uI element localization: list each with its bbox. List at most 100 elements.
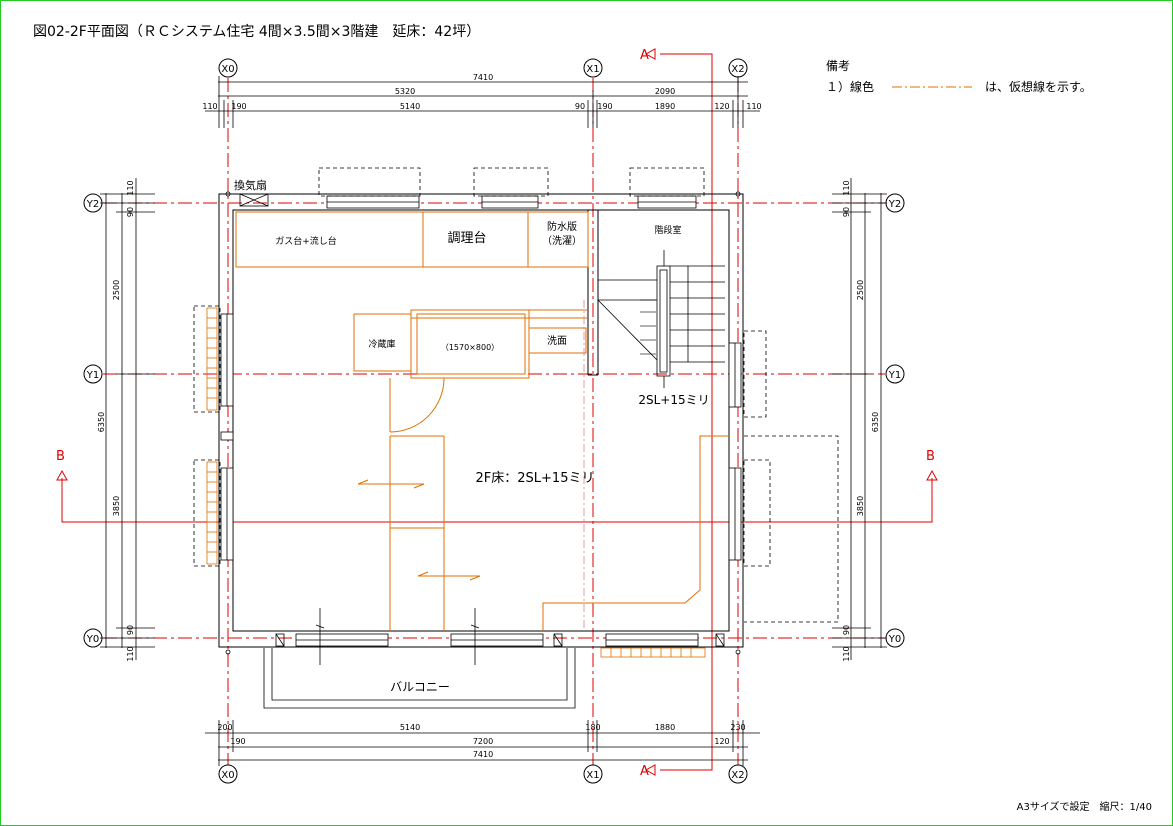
stair-level-label: 2SL+15ミリ (638, 393, 709, 407)
section-lines (56, 48, 938, 776)
notes-item1-prefix: １）線色 (826, 79, 874, 94)
walls (218, 193, 744, 648)
floor-direction-arrows (357, 479, 481, 581)
laundry-label: （洗濯） (542, 235, 582, 247)
dim-top-190a: 190 (231, 102, 246, 111)
inner-wall (232, 209, 730, 632)
section-b-label-left: B (56, 449, 65, 464)
left-windows (220, 313, 234, 561)
dim-right-6350: 6350 (871, 412, 880, 432)
section-a-arrow-top (644, 48, 656, 60)
section-a-label-bottom: A (640, 764, 649, 779)
vent-fan-label: 換気扇 (234, 178, 267, 192)
gas-sink-label: ガス台+流し台 (275, 235, 337, 247)
section-a-arrow-bottom (644, 764, 656, 776)
notes-heading: 備考 (826, 58, 850, 73)
dim-left-90b: 90 (126, 625, 135, 635)
dim-bottom-180: 180 (585, 723, 600, 732)
dim-bottom-total: 7410 (473, 750, 493, 759)
dim-top-2090: 2090 (655, 87, 675, 96)
left-window-grilles (206, 307, 218, 565)
dimension-lines-top (205, 76, 760, 128)
counter-label: 調理台 (447, 231, 486, 246)
bottom-windows (295, 633, 699, 647)
dim-top-5140: 5140 (400, 102, 420, 111)
section-b-arrow-left (56, 469, 68, 481)
fridge-label: 冷蔵庫 (368, 338, 395, 350)
footer-scale: A3サイズで設定 縮尺：1/40 (1017, 800, 1152, 813)
bubble-y0-right-label: Y0 (888, 634, 901, 645)
dim-top-90: 90 (575, 102, 585, 111)
drawing-title: 図02-2F平面図（ＲＣシステム住宅 4間×3.5間×3階建 延床：42坪） (33, 24, 480, 40)
bubble-y1-right-label: Y1 (888, 370, 901, 381)
stair-room-label: 階段室 (654, 224, 681, 236)
bubble-x2-bottom-label: X2 (731, 770, 744, 781)
kitchen-counters (235, 211, 589, 379)
dimension-lines-left (100, 178, 155, 660)
door-swing (389, 377, 729, 632)
dim-right-2500: 2500 (856, 280, 865, 300)
bubble-y0-left-label: Y0 (86, 634, 99, 645)
dim-bottom-120: 120 (714, 737, 729, 746)
dim-bottom-7200: 7200 (473, 737, 493, 746)
section-line-b (61, 478, 933, 523)
table-label: （1570×800） (441, 343, 499, 352)
top-window-canopies (318, 167, 705, 197)
dim-bottom-5140: 5140 (400, 723, 420, 732)
bottom-window-grille (600, 647, 706, 658)
dim-bottom-190: 190 (230, 737, 245, 746)
bubble-x1-top (583, 58, 603, 78)
dim-left-3850: 3850 (112, 496, 121, 516)
right-windows (728, 342, 742, 561)
bubble-x2-top-label: X2 (731, 64, 744, 75)
bubble-y1-left (83, 364, 103, 384)
bubble-y1-right (885, 364, 905, 384)
section-b-label-right: B (926, 449, 935, 464)
waterproof-pan-label: 防水版 (547, 220, 577, 233)
dim-top-5320: 5320 (395, 87, 415, 96)
dim-left-110b: 110 (126, 646, 135, 661)
bubble-x1-bottom-label: X1 (586, 770, 599, 781)
section-a-label-top: A (640, 48, 649, 63)
bubble-x0-top (218, 58, 238, 78)
bubble-x0-top-label: X0 (221, 64, 234, 75)
vent-fan-symbol (239, 193, 269, 207)
dim-bottom-200: 200 (217, 723, 232, 732)
dim-right-3850: 3850 (856, 496, 865, 516)
dimension-lines-bottom (205, 720, 760, 766)
section-line-a (660, 53, 713, 771)
outer-wall (218, 193, 744, 648)
section-b-arrow-right (926, 469, 938, 481)
dim-top-110a: 110 (202, 102, 217, 111)
bubble-y1-left-label: Y1 (86, 370, 99, 381)
dim-left-110a: 110 (126, 180, 135, 195)
dim-bottom-230: 230 (730, 723, 745, 732)
dim-top-110b: 110 (746, 102, 761, 111)
top-windows (326, 195, 697, 209)
balcony-label: バルコニー (390, 680, 450, 694)
bubble-x1-bottom (583, 764, 603, 784)
floor-level-label: 2F床：2SL+15ミリ (476, 471, 595, 486)
dim-top-190b: 190 (597, 102, 612, 111)
washbasin-label: 洗面 (547, 335, 567, 347)
balcony (263, 648, 576, 709)
bubble-x0-bottom-label: X0 (221, 770, 234, 781)
dim-top-120: 120 (714, 102, 729, 111)
bottom-window-marks (275, 608, 725, 665)
grid-lines (103, 78, 885, 766)
dim-right-110a: 110 (842, 180, 851, 195)
dim-left-90a: 90 (126, 207, 135, 217)
dimension-lines-right (832, 178, 887, 660)
dim-top-total: 7410 (473, 73, 493, 82)
bubble-x0-bottom (218, 764, 238, 784)
dim-bottom-1880: 1880 (655, 723, 675, 732)
dim-left-6350: 6350 (97, 412, 106, 432)
dim-right-110b: 110 (842, 646, 851, 661)
staircase (597, 250, 725, 388)
notes-item1-suffix: は、仮想線を示す。 (985, 79, 1092, 94)
grid-bubbles (83, 58, 905, 784)
bubble-y2-left-label: Y2 (86, 199, 99, 210)
dim-right-90b: 90 (842, 625, 851, 635)
dim-right-90a: 90 (842, 207, 851, 217)
